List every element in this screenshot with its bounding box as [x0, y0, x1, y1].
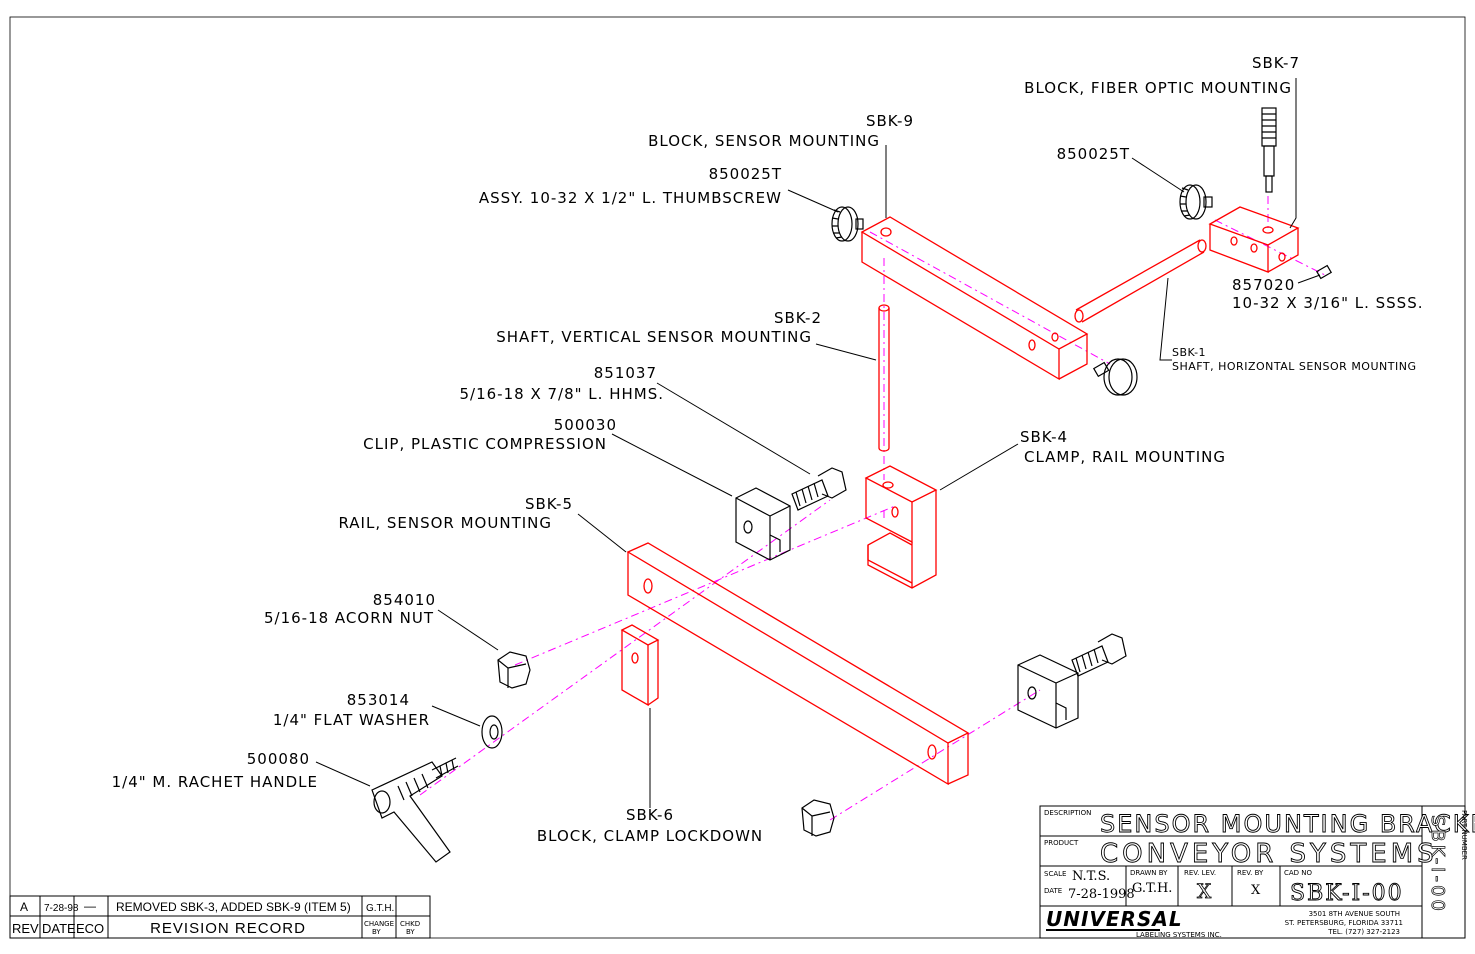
sbk9-desc: BLOCK, SENSOR MOUNTING [648, 132, 880, 150]
clip-id: 500030 [554, 416, 617, 434]
hhms-desc: 5/16-18 X 7/8" L. HHMS. [460, 385, 665, 403]
sbk2-id: SBK-2 [774, 309, 822, 327]
fiber-optic-sensor [1261, 107, 1277, 193]
washer-id: 853014 [347, 691, 410, 709]
scale-value: N.T.S. [1072, 869, 1110, 884]
thumbscrew-right-id: 850025T [1057, 145, 1130, 163]
scale-label: SCALE [1044, 870, 1066, 878]
rachet-handle [371, 757, 459, 863]
chkd-header-by: BY [406, 928, 415, 936]
handle-id: 500080 [247, 750, 310, 768]
sbk5-id: SBK-5 [525, 495, 573, 513]
center-lines [419, 196, 1326, 821]
sbk2-shaft [878, 304, 890, 452]
sbk6-id: SBK-6 [626, 806, 674, 824]
rev-description: REMOVED SBK-3, ADDED SBK-9 (ITEM 5) [116, 900, 351, 914]
handle-desc: 1/4" M. RACHET HANDLE [112, 773, 318, 791]
product-label: PRODUCT [1044, 839, 1079, 847]
rev-lev-label: REV. LEV. [1184, 869, 1216, 877]
thumbscrew-left-desc: ASSY. 10-32 X 1/2" L. THUMBSCREW [479, 189, 782, 207]
washer-desc: 1/4" FLAT WASHER [273, 711, 430, 729]
thumbscrew-lower [1092, 358, 1138, 396]
sbk7-id: SBK-7 [1252, 54, 1300, 72]
sbk9-id: SBK-9 [866, 112, 914, 130]
clip-desc: CLIP, PLASTIC COMPRESSION [363, 435, 607, 453]
drawn-by-value: G.T.H. [1132, 881, 1172, 896]
set-screw [1315, 264, 1333, 280]
sbk7-block [1208, 206, 1300, 273]
thumbscrew-right [1179, 184, 1213, 220]
sbk6-desc: BLOCK, CLAMP LOCKDOWN [537, 827, 763, 845]
sbk5-rail [626, 542, 970, 786]
date-header: DATE [42, 921, 76, 936]
address-2: ST. PETERSBURG, FLORIDA 33711 [1285, 919, 1403, 927]
company-sub: LABELING SYSTEMS INC. [1136, 931, 1222, 939]
record-header: REVISION RECORD [150, 920, 306, 937]
thumbscrew-left [831, 206, 864, 242]
sbk1-id: SBK-1 [1172, 346, 1206, 359]
sbk4-clamp [864, 465, 938, 589]
sbk5-desc: RAIL, SENSOR MOUNTING [338, 514, 552, 532]
part-number-value: SBK-I-00 [1427, 815, 1448, 914]
plastic-clip-upper [735, 487, 791, 561]
revision-block: A 7-28-98 — REMOVED SBK-3, ADDED SBK-9 (… [9, 895, 431, 939]
date-value: 7-28-1998 [1068, 887, 1135, 902]
set-screw-desc: 10-32 X 3/16" L. SSSS. [1232, 294, 1424, 312]
product-value: CONVEYOR SYSTEMS [1100, 839, 1438, 869]
rev-header: REV [12, 921, 39, 936]
rev-by-value: X [1251, 883, 1261, 898]
rev-by-label: REV. BY [1237, 869, 1264, 877]
rev-value: A [20, 900, 28, 914]
acorn-nut-id: 854010 [373, 591, 436, 609]
acorn-nut-left [497, 651, 531, 689]
set-screw-id: 857020 [1232, 276, 1295, 294]
date-label: DATE [1044, 887, 1062, 895]
sbk4-desc: CLAMP, RAIL MOUNTING [1024, 448, 1226, 466]
company-logo: UNIVERSAL [1046, 907, 1183, 931]
description-label: DESCRIPTION [1044, 809, 1091, 817]
sheet-border [9, 16, 1466, 939]
sbk4-id: SBK-4 [1020, 428, 1068, 446]
sbk7-desc: BLOCK, FIBER OPTIC MOUNTING [1024, 79, 1292, 97]
part-labels: SBK-7 BLOCK, FIBER OPTIC MOUNTING SBK-9 … [112, 54, 1424, 845]
sbk1-desc: SHAFT, HORIZONTAL SENSOR MOUNTING [1172, 360, 1416, 373]
title-block: DESCRIPTION SENSOR MOUNTING BRACKET PROD… [1039, 805, 1475, 939]
rev-eco-value: — [84, 899, 96, 913]
rev-change-by: G.T.H. [366, 903, 394, 914]
acorn-nut-right [801, 799, 835, 837]
change-header: CHANGE [364, 920, 394, 928]
hhms-id: 851037 [594, 364, 657, 382]
sbk9-block [860, 216, 1089, 381]
thumbscrew-left-id: 850025T [709, 165, 782, 183]
leader-lines [315, 78, 1321, 808]
rev-lev-value: X [1197, 879, 1212, 903]
drawn-by-label: DRAWN BY [1130, 869, 1168, 877]
rev-date-value: 7-28-98 [44, 903, 79, 914]
part-number-label: PART NUMBER [1460, 810, 1468, 860]
sbk2-desc: SHAFT, VERTICAL SENSOR MOUNTING [496, 328, 812, 346]
hex-bolt-lower [1071, 633, 1127, 677]
acorn-nut-desc: 5/16-18 ACORN NUT [264, 609, 434, 627]
address-1: 3501 8TH AVENUE SOUTH [1309, 910, 1400, 918]
eco-header: ECO [76, 921, 104, 936]
cad-no-value: SBK-I-00 [1290, 881, 1404, 906]
sbk6-block [620, 624, 660, 707]
change-header-by: BY [372, 928, 381, 936]
flat-washer [481, 715, 503, 749]
sbk1-shaft [1074, 239, 1207, 323]
cad-no-label: CAD NO [1284, 869, 1313, 877]
phone: TEL. (727) 327-2123 [1327, 928, 1400, 936]
chkd-header: CHKD [400, 920, 420, 928]
plastic-clip-lower [1017, 654, 1079, 729]
hex-bolt-upper [791, 467, 847, 511]
description-value: SENSOR MOUNTING BRACKET [1100, 810, 1475, 838]
